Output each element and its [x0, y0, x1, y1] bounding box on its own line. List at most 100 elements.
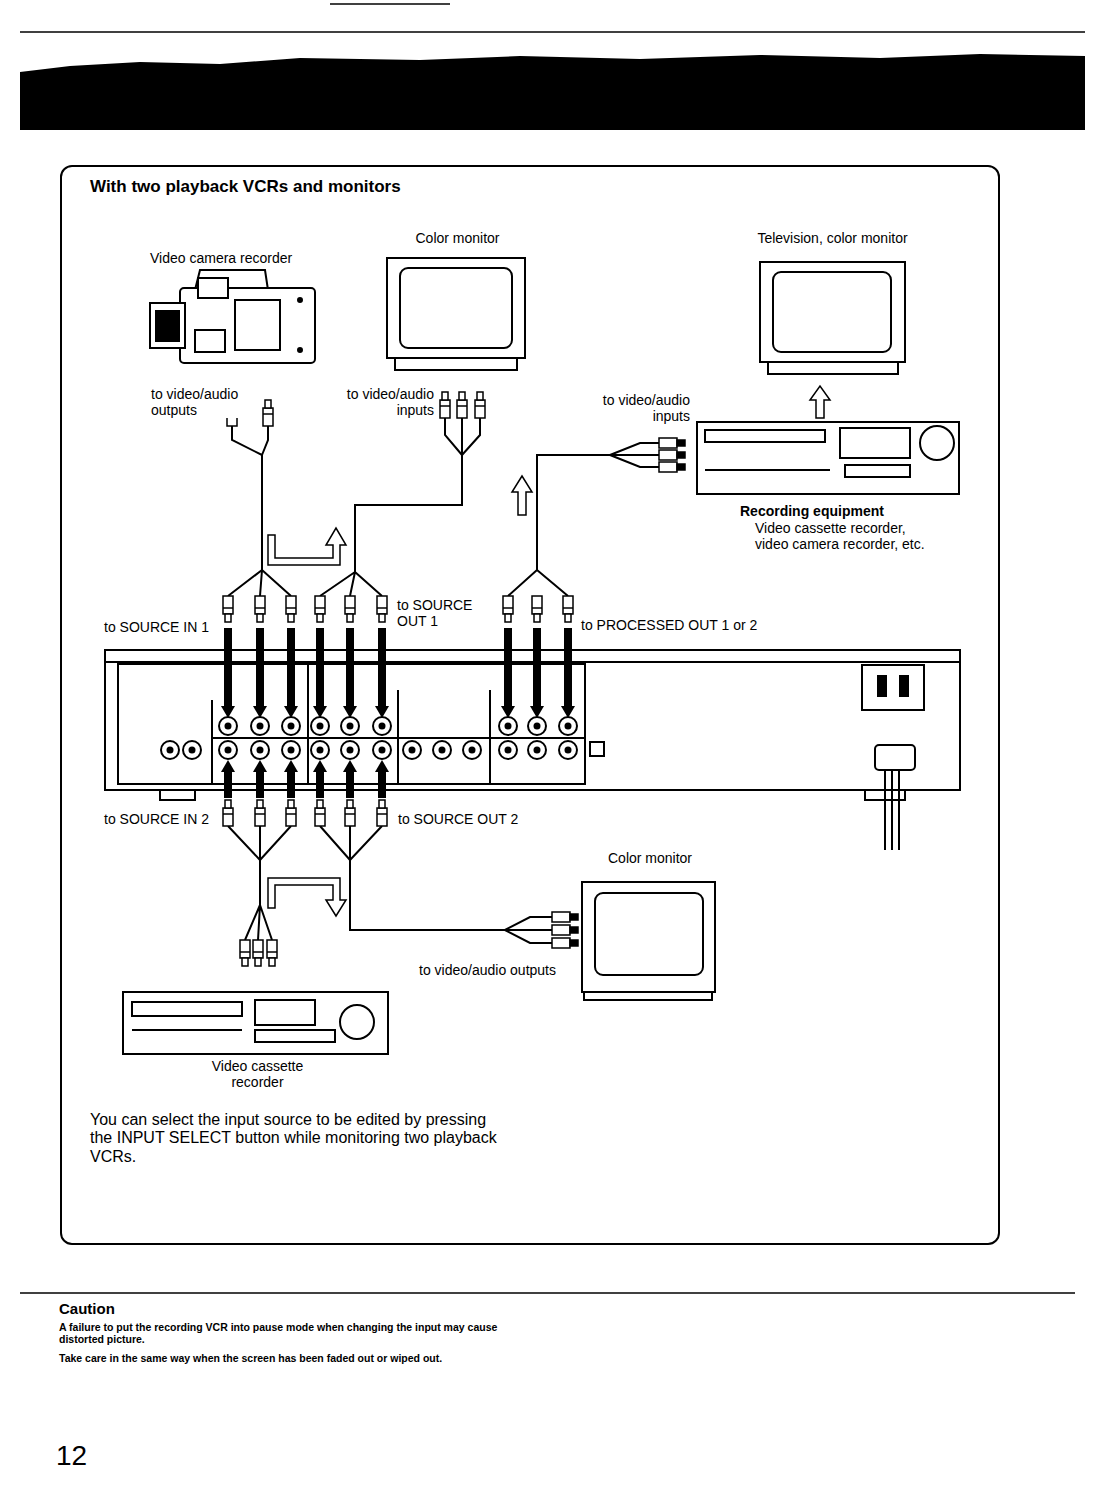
jack-arrow — [346, 770, 354, 798]
rca-plug — [223, 596, 233, 622]
rca-plug — [315, 596, 325, 622]
device-label: Television, color monitor — [740, 230, 925, 246]
rca-jack — [167, 747, 174, 754]
rca-plug — [552, 912, 578, 922]
rca-jack — [565, 747, 572, 754]
rule-line — [20, 31, 1085, 33]
cable — [228, 418, 659, 943]
jack-arrow — [253, 760, 267, 772]
rca-jack — [559, 741, 577, 759]
rca-jack — [565, 723, 572, 730]
rca-plug — [659, 438, 685, 448]
rca-jack — [528, 741, 546, 759]
rca-plug — [240, 940, 250, 966]
rule-line — [330, 3, 450, 5]
flow-arrow — [268, 386, 830, 916]
rule-line — [20, 1292, 1075, 1294]
setup-panel: With two playback VCRs and monitorsYou c… — [60, 165, 1000, 1245]
rca-jack — [257, 723, 264, 730]
port-label: to SOURCE OUT 2 — [397, 811, 519, 827]
caution-note: Take care in the same way when the scree… — [58, 1352, 530, 1364]
rca-plug — [253, 940, 263, 966]
rca-jack — [534, 723, 541, 730]
jack-arrow — [287, 628, 295, 708]
jack-arrow — [346, 628, 354, 708]
device-label: Video camera recorder — [150, 250, 292, 266]
camera-figure — [150, 270, 315, 363]
rca-plug — [563, 596, 573, 622]
jack-arrow — [533, 628, 541, 708]
rca-plug — [659, 450, 685, 460]
port-label: to SOURCE IN 1 — [103, 619, 210, 635]
rca-plug — [552, 938, 578, 948]
rca-jack — [373, 741, 391, 759]
rca-jack — [439, 747, 446, 754]
port-label: to video/audio inputs — [594, 392, 691, 424]
jack-arrow — [224, 770, 232, 798]
caution-heading: Caution — [58, 1300, 116, 1317]
rca-jack — [225, 723, 232, 730]
recorder-device: Recording equipmentVideo cassette record… — [690, 415, 970, 575]
jack-arrow — [343, 760, 357, 772]
rca-plug — [267, 940, 277, 966]
rca-jack — [347, 723, 354, 730]
rca-jack — [183, 741, 201, 759]
rca-jack — [282, 717, 300, 735]
port-label: to video/audio outputs — [418, 962, 557, 978]
connector-hardware — [161, 392, 685, 966]
jack-arrow — [313, 760, 327, 772]
rca-jack — [341, 717, 359, 735]
rca-jack — [534, 747, 541, 754]
rca-jack — [505, 747, 512, 754]
jack-arrow — [316, 628, 324, 708]
jack-arrow — [504, 628, 512, 708]
jack-arrow — [284, 760, 298, 772]
unit-figure — [105, 650, 960, 850]
rca-jack — [433, 741, 451, 759]
rca-jack — [288, 723, 295, 730]
rca-jack — [317, 723, 324, 730]
rca-jack — [505, 723, 512, 730]
rca-jack — [288, 747, 295, 754]
rca-plug — [552, 925, 578, 935]
rca-jack — [463, 741, 481, 759]
rca-jack — [189, 747, 196, 754]
port-label: to SOURCE OUT 1 — [396, 597, 478, 629]
rca-jack — [379, 723, 386, 730]
vcr-device: Video cassette recorder — [115, 985, 400, 1095]
rca-jack — [219, 741, 237, 759]
port-label: to PROCESSED OUT 1 or 2 — [580, 617, 758, 633]
rca-jack — [251, 717, 269, 735]
rca-jack — [499, 717, 517, 735]
rca-plug — [345, 800, 355, 826]
jack-arrow — [378, 770, 386, 798]
rca-jack — [161, 741, 179, 759]
rca-jack — [499, 741, 517, 759]
jack-arrow — [316, 770, 324, 798]
rca-jack — [311, 741, 329, 759]
device-label: Color monitor — [380, 230, 535, 246]
rca-jack — [379, 747, 386, 754]
port-label: to SOURCE IN 2 — [103, 811, 210, 827]
rca-plug — [440, 392, 450, 418]
rca-plug — [255, 596, 265, 622]
rca-jack — [317, 747, 324, 754]
rca-jack — [347, 747, 354, 754]
monitor-device: Color monitor — [380, 230, 539, 375]
rca-jack — [251, 741, 269, 759]
port-label: to video/audio outputs — [150, 386, 247, 418]
rca-plug — [345, 596, 355, 622]
panel-title: With two playback VCRs and monitors — [90, 177, 401, 197]
rca-plug — [263, 400, 273, 426]
rca-plug — [377, 596, 387, 622]
monitor-device: Color monitor — [575, 850, 729, 1005]
jack-arrow — [256, 770, 264, 798]
jack-arrow — [224, 628, 232, 708]
camera-device: Video camera recorder — [140, 250, 330, 375]
rca-jack — [373, 717, 391, 735]
rca-jack — [311, 717, 329, 735]
rca-plug — [532, 596, 542, 622]
rca-plug — [503, 596, 513, 622]
rca-plug — [475, 392, 485, 418]
